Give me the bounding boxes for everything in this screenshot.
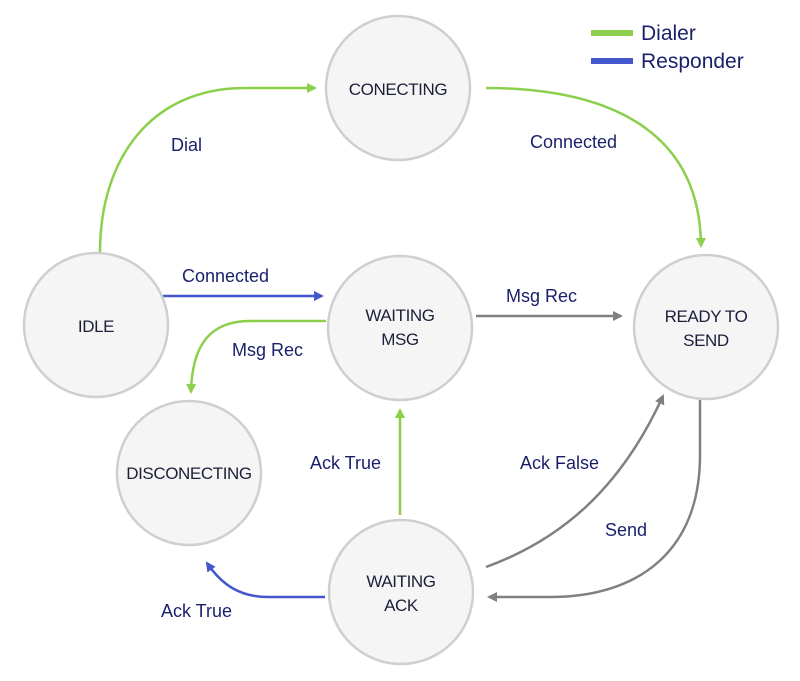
state-idle[interactable]: IDLE: [22, 251, 170, 399]
edge-label-connected-dialer: Connected: [530, 132, 617, 152]
state-label-conecting: CONECTING: [349, 80, 447, 99]
legend-label-responder: Responder: [641, 50, 744, 73]
legend-swatch-dialer: [591, 30, 633, 36]
edge-label-ack-true-waiting-msg: Ack True: [310, 453, 381, 473]
edge-msg-rec-disconecting: [186, 319, 326, 394]
edge-ack-false: [485, 394, 665, 569]
state-label-disconecting: DISCONECTING: [126, 464, 252, 483]
legend-swatch-responder: [591, 58, 633, 64]
state-label-waiting-ack-line2: ACK: [384, 596, 419, 615]
state-label-waiting-ack-line1: WAITING: [366, 572, 435, 591]
state-label-waiting-msg-line2: MSG: [381, 330, 419, 349]
edge-label-msg-rec-disconecting: Msg Rec: [232, 340, 303, 360]
edge-label-connected-responder: Connected: [182, 266, 269, 286]
state-label-ready-to-send-line1: READY TO: [665, 307, 748, 326]
state-conecting[interactable]: CONECTING: [324, 14, 472, 162]
legend-label-dialer: Dialer: [641, 22, 696, 45]
edge-label-send: Send: [605, 520, 647, 540]
state-ready-to-send[interactable]: READY TO SEND: [632, 253, 780, 401]
state-label-idle: IDLE: [78, 317, 114, 336]
edge-ack-true-disconecting: [205, 561, 325, 599]
legend: Dialer Responder: [591, 22, 744, 73]
edge-label-ack-true-disconecting: Ack True: [161, 601, 232, 621]
edge-dial: [98, 83, 317, 253]
state-waiting-ack[interactable]: WAITING ACK: [327, 518, 475, 666]
state-label-waiting-msg-line1: WAITING: [365, 306, 434, 325]
edge-label-dial: Dial: [171, 135, 202, 155]
edge-connected-dialer: [485, 86, 706, 248]
state-waiting-msg[interactable]: WAITING MSG: [326, 254, 474, 402]
edge-label-ack-false: Ack False: [520, 453, 599, 473]
edge-send: [487, 400, 702, 602]
state-label-ready-to-send-line2: SEND: [683, 331, 729, 350]
edge-label-msg-rec-ready: Msg Rec: [506, 286, 577, 306]
state-disconecting[interactable]: DISCONECTING: [115, 399, 263, 547]
